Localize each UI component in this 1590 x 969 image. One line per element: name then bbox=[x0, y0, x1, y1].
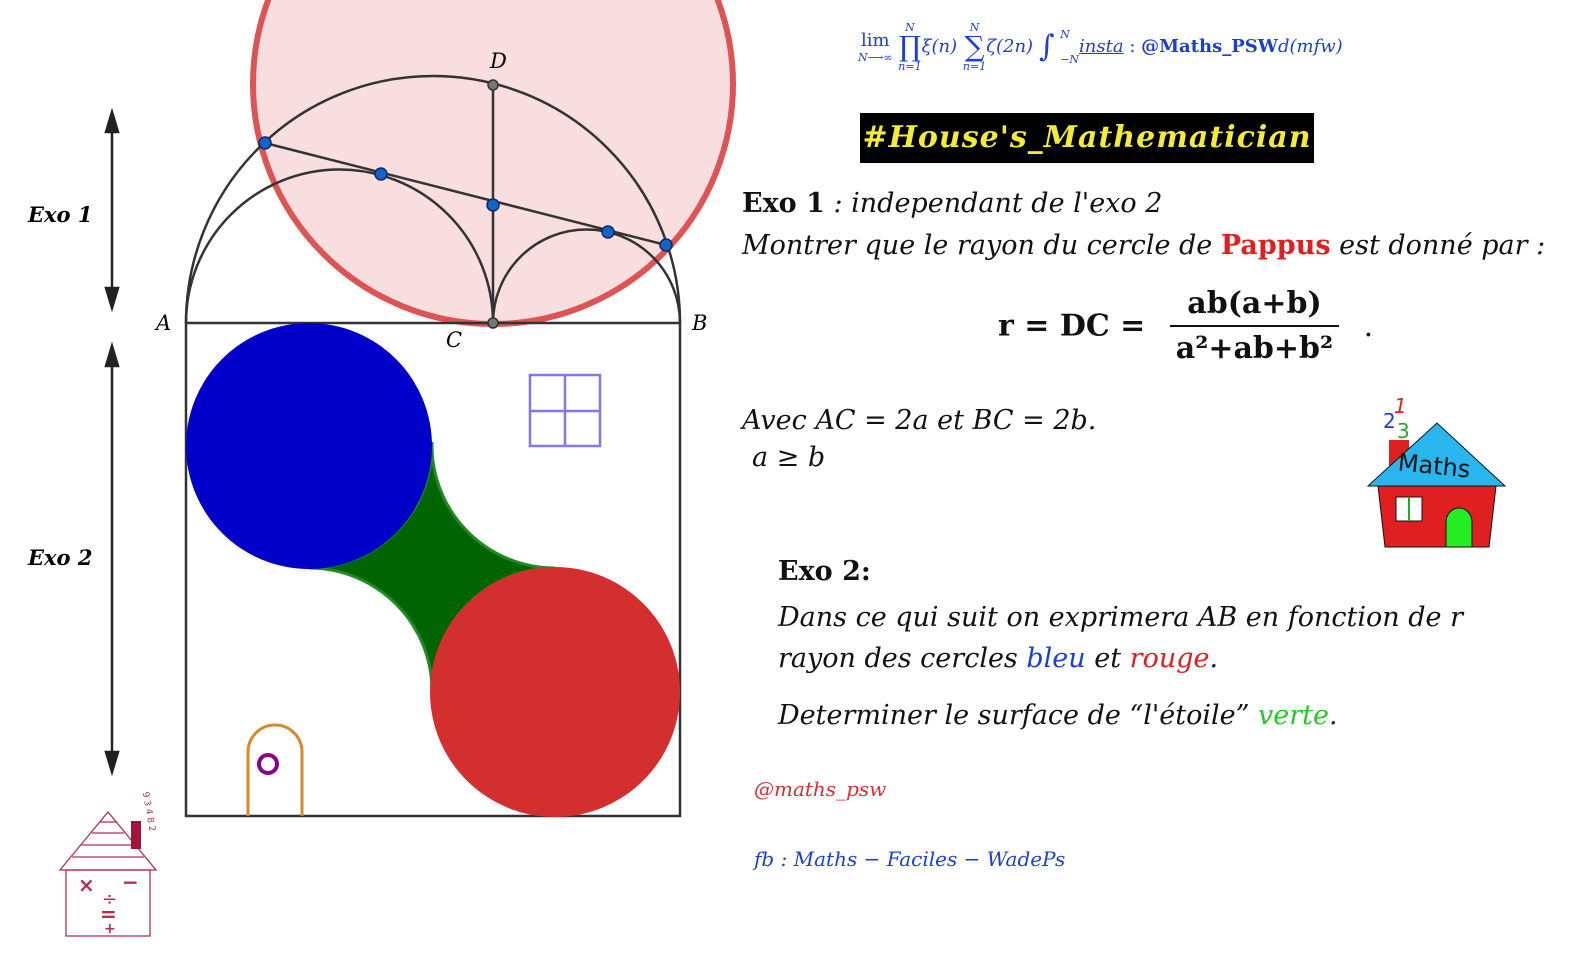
int-bot: −N bbox=[1060, 53, 1080, 66]
label-c: C bbox=[446, 328, 462, 352]
svg-text:−: − bbox=[122, 870, 139, 894]
pappus-formula: r = DC = ab(a+b) a²+ab+b² . bbox=[998, 286, 1373, 366]
formula-fraction: ab(a+b) a²+ab+b² bbox=[1169, 286, 1340, 366]
exo1-statement: Montrer que le rayon du cercle de Pappus… bbox=[742, 230, 1545, 261]
footer-insta[interactable]: @maths_psw bbox=[754, 777, 887, 801]
semicircle-ab bbox=[184, 74, 682, 324]
xi-term: ξ(n) bbox=[921, 36, 958, 57]
point-tangent-4 bbox=[659, 238, 673, 252]
verte-word: verte bbox=[1258, 700, 1329, 731]
pappus-word: Pappus bbox=[1220, 230, 1331, 261]
label-d: D bbox=[489, 49, 507, 73]
svg-text:+: + bbox=[104, 921, 116, 937]
svg-text:÷: ÷ bbox=[102, 889, 117, 910]
sum-bot: n=1 bbox=[962, 60, 987, 73]
exo1-line-pre: Montrer que le rayon du cercle de bbox=[742, 230, 1221, 261]
svg-text:9 3 4 8 2: 9 3 4 8 2 bbox=[140, 791, 157, 832]
point-tangent-2 bbox=[374, 167, 388, 181]
label-a: A bbox=[154, 311, 171, 335]
formula-end: . bbox=[1363, 308, 1374, 344]
exo1-heading: Exo 1 : independant de l'exo 2 bbox=[742, 188, 1162, 219]
point-c bbox=[487, 317, 499, 329]
svg-text:2: 2 bbox=[1383, 409, 1396, 433]
exo1-condition-1: Avec AC = 2a et BC = 2b. bbox=[742, 405, 1097, 436]
red-circle bbox=[430, 567, 680, 817]
colon: : bbox=[1123, 36, 1142, 57]
zeta-term: ζ(2n) bbox=[986, 36, 1034, 57]
tangent-line bbox=[264, 141, 667, 247]
formula-numerator: ab(a+b) bbox=[1169, 286, 1340, 327]
svg-text:=: = bbox=[100, 902, 117, 926]
rouge-word: rouge bbox=[1129, 643, 1210, 674]
window bbox=[528, 373, 602, 448]
exo2-line-3: Determiner le surface de “l'étoile” vert… bbox=[778, 700, 1338, 731]
blue-circle bbox=[186, 323, 432, 569]
lim: lim bbox=[860, 30, 890, 51]
exo2-title: Exo 2: bbox=[778, 556, 871, 587]
exo1-arrow bbox=[104, 107, 120, 313]
sum-top: N bbox=[969, 21, 980, 34]
prod-bot: n=1 bbox=[898, 60, 922, 73]
lim-sub: N⟶∞ bbox=[858, 51, 893, 64]
formula-denominator: a²+ab+b² bbox=[1175, 331, 1334, 366]
maths-house-logo: Maths 1 2 3 bbox=[1366, 394, 1507, 548]
label-b: B bbox=[691, 311, 707, 335]
exo1-line-post: est donné par : bbox=[1330, 230, 1546, 261]
point-intersection bbox=[486, 198, 500, 212]
exo1-title: Exo 1 bbox=[742, 188, 825, 219]
semicircle-ac bbox=[184, 168, 495, 324]
exo2-line-1: Dans ce qui suit on exprimera AB en fonc… bbox=[778, 602, 1463, 633]
prod-symbol: ∏ bbox=[898, 30, 922, 63]
exo2-label: Exo 2 bbox=[27, 545, 92, 570]
dmfw: d(mfw) bbox=[1277, 36, 1343, 57]
svg-text:1: 1 bbox=[1394, 394, 1407, 418]
footer-fb[interactable]: fb : Maths − Faciles − WadePs bbox=[754, 847, 1066, 871]
exo2-line3-pre: Determiner le surface de “l'étoile” bbox=[778, 700, 1259, 731]
header-formula: lim N⟶∞ N ∏ n=1 ξ(n) N ∑ n=1 ζ(2n) ∫ N −… bbox=[858, 22, 1343, 72]
math-house-sketch-logo: 9 3 4 8 2 × − ÷ = + bbox=[58, 791, 158, 937]
door-knob bbox=[257, 753, 279, 775]
integral-symbol: ∫ bbox=[1038, 29, 1055, 64]
semicircle-cb bbox=[491, 228, 682, 324]
point-tangent-3 bbox=[601, 225, 615, 239]
svg-text:×: × bbox=[78, 873, 95, 897]
et-word: et bbox=[1085, 643, 1130, 674]
insta-link[interactable]: insta bbox=[1079, 36, 1124, 57]
exo2-line2-end: . bbox=[1209, 643, 1219, 674]
svg-text:3: 3 bbox=[1397, 419, 1410, 443]
exo2-line3-end: . bbox=[1328, 700, 1338, 731]
point-tangent-1 bbox=[258, 136, 272, 150]
exo1-label: Exo 1 bbox=[27, 202, 92, 227]
int-top: N bbox=[1060, 28, 1070, 41]
exo1-condition-2: a ≥ b bbox=[752, 442, 826, 473]
sum-symbol: ∑ bbox=[964, 30, 985, 63]
prod-top: N bbox=[905, 21, 915, 34]
exo2-line2-pre: rayon des cercles bbox=[778, 643, 1027, 674]
point-d bbox=[487, 79, 499, 91]
handle: @Maths_PSW bbox=[1141, 36, 1278, 57]
exo1-subtitle: : independant de l'exo 2 bbox=[833, 188, 1163, 219]
exo2-line-2: rayon des cercles bleu et rouge. bbox=[778, 643, 1218, 674]
door bbox=[246, 723, 304, 816]
exo2-arrow bbox=[104, 341, 120, 777]
bleu-word: bleu bbox=[1026, 643, 1086, 674]
formula-lhs: r = DC = bbox=[998, 308, 1146, 344]
hashtag-banner: #House's_Mathematician bbox=[860, 113, 1314, 163]
house-rect bbox=[184, 321, 682, 818]
